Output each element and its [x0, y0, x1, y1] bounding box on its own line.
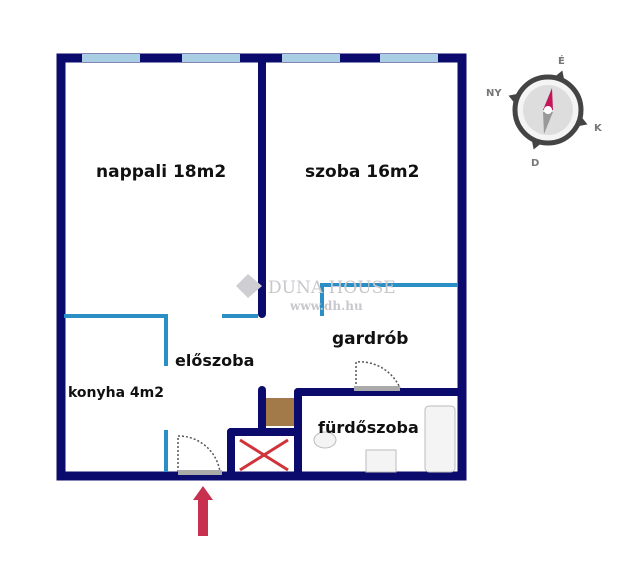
label-wardrobe: gardrób — [332, 329, 408, 349]
doors — [177, 361, 401, 475]
bathroom-fixtures — [313, 405, 456, 473]
compass-east: K — [594, 123, 603, 134]
label-living-room: nappali 18m2 — [96, 162, 226, 182]
label-bathroom: fürdőszoba — [318, 418, 419, 437]
watermark: DUNA HOUSE www.dh.hu — [236, 274, 396, 313]
sink — [365, 449, 397, 473]
bathroom-door — [355, 361, 401, 389]
shaft-cross — [239, 438, 289, 472]
entrance-arrow-icon — [193, 486, 213, 536]
watermark-url: www.dh.hu — [289, 299, 363, 313]
window — [380, 54, 438, 62]
toilet — [313, 431, 337, 449]
compass-south: D — [531, 158, 539, 169]
compass-west: NY — [486, 88, 502, 99]
cabinet — [266, 398, 294, 426]
watermark-brand: DUNA HOUSE — [268, 278, 396, 298]
label-kitchen: konyha 4m2 — [68, 385, 164, 401]
compass-icon: É K D NY — [486, 54, 603, 169]
partitions — [64, 283, 458, 472]
compass-north: É — [558, 54, 565, 67]
interior-walls — [227, 54, 466, 480]
window — [282, 54, 340, 62]
bathtub — [424, 405, 456, 473]
label-bedroom: szoba 16m2 — [305, 162, 419, 182]
window — [182, 54, 240, 62]
entrance-door — [177, 435, 221, 473]
label-hall: előszoba — [175, 351, 254, 370]
windows — [82, 54, 438, 62]
window — [82, 54, 140, 62]
